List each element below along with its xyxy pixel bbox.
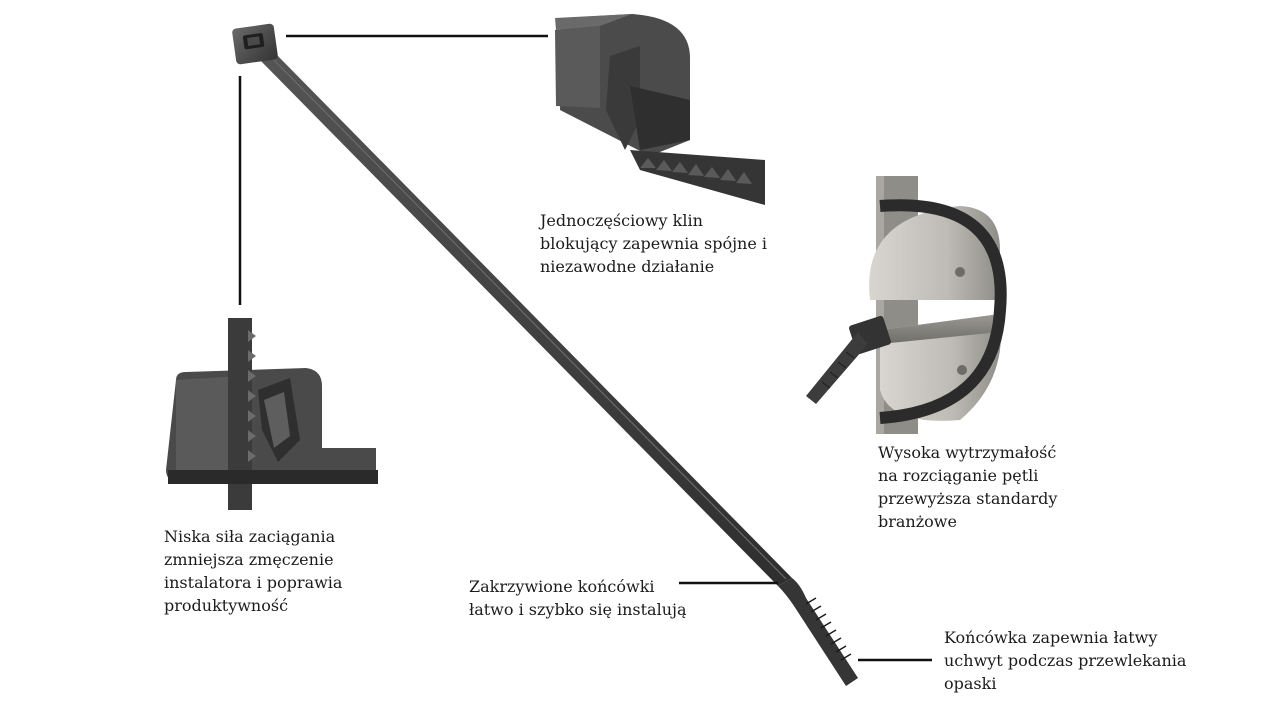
tip-grip-ribs [805, 597, 852, 661]
caption-line: przewyższa standardy [878, 489, 1058, 508]
caption-line: niezawodne działanie [540, 257, 715, 276]
caption-line: łatwo i szybko się instalują [469, 600, 687, 619]
caption-line: opaski [944, 674, 997, 693]
caption-line: Jednoczęściowy klin [540, 211, 703, 230]
caption-line: produktywność [164, 596, 289, 615]
tie-strap [258, 50, 792, 586]
tensile-tie-tail [806, 332, 868, 404]
caption-line: instalatora i poprawia [164, 573, 343, 592]
caption-line: uchwyt podczas przewlekania [944, 651, 1187, 670]
caption-tensile-strength: Wysoka wytrzymałość na rozciąganie pętli… [878, 441, 1057, 533]
caption-locking-wedge: Jednoczęściowy klin blokujący zapewnia s… [540, 209, 767, 278]
caption-line: Końcówka zapewnia łatwy [944, 628, 1158, 647]
caption-line: na rozciąganie pętli [878, 466, 1039, 485]
tensile-closeup [806, 176, 1007, 434]
caption-line: Niska siła zaciągania [164, 527, 336, 546]
caption-line: blokujący zapewnia spójne i [540, 234, 768, 253]
tie-curved-end [778, 578, 858, 686]
head-closeup-teeth [640, 158, 752, 184]
caption-line: zmniejsza zmęczenie [164, 550, 334, 569]
caption-line: Wysoka wytrzymałość [878, 443, 1057, 462]
tensile-tie-loop [879, 199, 1007, 424]
leader-lines [238, 34, 932, 662]
cable-tie [232, 23, 858, 686]
tensile-disc-upper [869, 206, 1000, 300]
tie-head [232, 23, 278, 65]
caption-curved-tip: Zakrzywione końcówki łatwo i szybko się … [469, 575, 687, 621]
caption-low-insertion-force: Niska siła zaciągania zmniejsza zmęczeni… [164, 525, 342, 617]
head-closeup-wedge [606, 46, 640, 150]
caption-line: Zakrzywione końcówki [469, 577, 655, 596]
caption-line: branżowe [878, 512, 957, 531]
wedge-closeup [166, 318, 378, 510]
head-closeup [555, 14, 765, 205]
caption-tip-grip: Końcówka zapewnia łatwy uchwyt podczas p… [944, 626, 1186, 695]
tie-strap-highlight [265, 51, 787, 580]
